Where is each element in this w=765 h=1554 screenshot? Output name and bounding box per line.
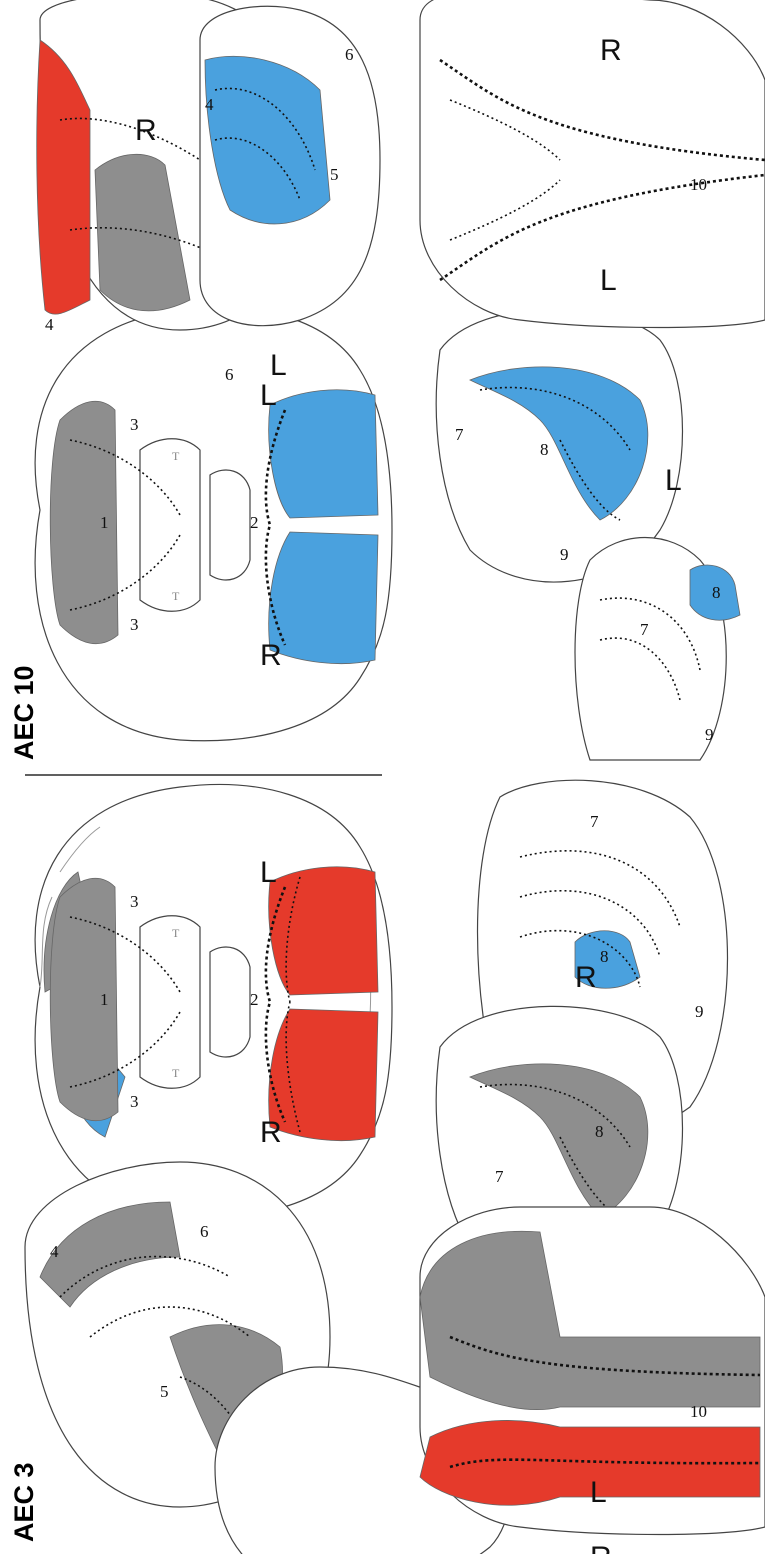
svg-text:3: 3 — [130, 615, 139, 634]
svg-text:7: 7 — [455, 425, 464, 444]
svg-text:8: 8 — [600, 947, 609, 966]
cingulum-left-label: L — [665, 464, 682, 497]
svg-text:5: 5 — [330, 165, 339, 184]
svg-text:T: T — [172, 589, 180, 603]
svg-text:4: 4 — [205, 95, 214, 114]
coronal-slice: 10 L R — [420, 1207, 765, 1554]
axial-right-label: R — [260, 639, 282, 672]
svg-text:4: 4 — [50, 1242, 59, 1261]
axial-splenium-left — [269, 390, 378, 518]
axial-slice: 1 2 3 3 T T L R — [35, 308, 392, 741]
axial-left-label: L — [260, 379, 277, 412]
coronal-left-label: L — [600, 264, 617, 297]
thalamus-label-left: T — [172, 926, 180, 940]
svg-text:6: 6 — [225, 365, 234, 384]
axial-left-label: L — [260, 856, 277, 889]
thalamus-label-right: T — [172, 1066, 180, 1080]
tract-label-2: 2 — [250, 990, 259, 1009]
axial-slice: 1 2 3 3 T T L R — [35, 785, 392, 1218]
tract-label-10: 10 — [690, 175, 707, 194]
panel-title: AEC 3 — [9, 1462, 39, 1542]
panel-aec3: AEC 3 1 2 3 3 T T L R — [9, 780, 765, 1554]
svg-text:9: 9 — [695, 1002, 704, 1021]
tract-label-3b: 3 — [130, 1092, 139, 1111]
axial-splenium-left — [269, 867, 378, 995]
coronal-right-label: R — [600, 34, 622, 67]
svg-text:7: 7 — [590, 812, 599, 831]
svg-text:5: 5 — [160, 1382, 169, 1401]
coronal-slice: 10 L R — [420, 0, 765, 328]
tract-label-1: 1 — [100, 990, 109, 1009]
svg-text:3: 3 — [130, 415, 139, 434]
svg-text:9: 9 — [560, 545, 569, 564]
svg-text:6: 6 — [200, 1222, 209, 1241]
svg-text:8: 8 — [540, 440, 549, 459]
tract-label-10: 10 — [690, 1402, 707, 1421]
coronal-right-label: R — [590, 1541, 612, 1554]
panel-title: AEC 10 — [9, 665, 39, 760]
svg-text:4: 4 — [45, 315, 54, 334]
panel-aec10: AEC 10 1 2 3 3 T T L R — [9, 0, 765, 760]
coronal-left-label: L — [590, 1476, 607, 1509]
sagittal-left-label: L — [270, 349, 287, 382]
svg-text:7: 7 — [640, 620, 649, 639]
svg-text:2: 2 — [250, 513, 259, 532]
svg-text:1: 1 — [100, 513, 109, 532]
sagittal-right-label: R — [135, 114, 157, 147]
axial-right-label: R — [260, 1116, 282, 1149]
svg-text:6: 6 — [345, 45, 354, 64]
cingulum-right-label: R — [575, 961, 597, 994]
tract-label-3a: 3 — [130, 892, 139, 911]
svg-text:9: 9 — [705, 725, 714, 744]
svg-text:T: T — [172, 449, 180, 463]
svg-text:7: 7 — [495, 1167, 504, 1186]
svg-text:8: 8 — [595, 1122, 604, 1141]
svg-text:8: 8 — [712, 583, 721, 602]
